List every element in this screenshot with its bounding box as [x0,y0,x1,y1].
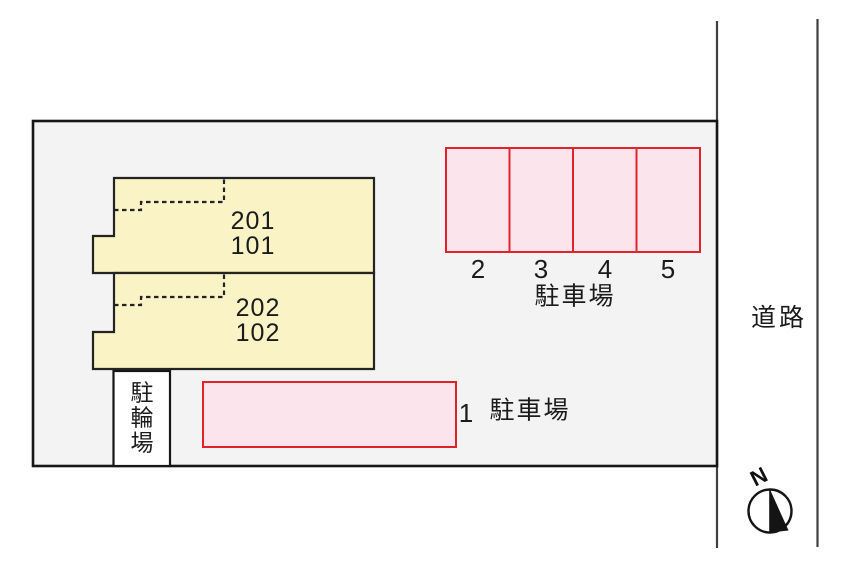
bicycle-parking-char-3: 場 [130,429,154,456]
bicycle-parking-char-1: 駐 [130,379,154,406]
bicycle-parking-label: 駐 輪 場 [130,379,154,456]
compass-needle-icon [770,489,789,533]
parking-space-1-box [202,381,457,448]
bicycle-parking-char-2: 輪 [130,404,154,431]
entry-dashed-line-upper-unit [114,179,226,212]
parking-space-number-2: 2 [470,254,486,284]
parking-space-number-1: 1 [458,398,474,428]
unit-label-202-102: 202 102 [236,296,281,346]
building-unit-202-102 [91,271,376,371]
parking-space-number-3: 3 [533,254,549,284]
room-number-201: 201 [230,207,276,235]
room-number-102: 102 [235,319,281,347]
parking-single-label: 駐車場 [489,396,571,425]
unit-label-201-101: 201 101 [231,209,276,259]
room-number-202: 202 [235,294,281,322]
bicycle-parking-box [112,369,172,468]
room-number-101: 101 [230,232,276,260]
road-label: 道路 [750,304,808,332]
parking-row-label: 駐車場 [534,282,616,311]
entry-dashed-line-lower-unit [114,274,226,307]
parking-space-number-5: 5 [660,254,676,284]
parking-space-number-4: 4 [597,254,613,284]
